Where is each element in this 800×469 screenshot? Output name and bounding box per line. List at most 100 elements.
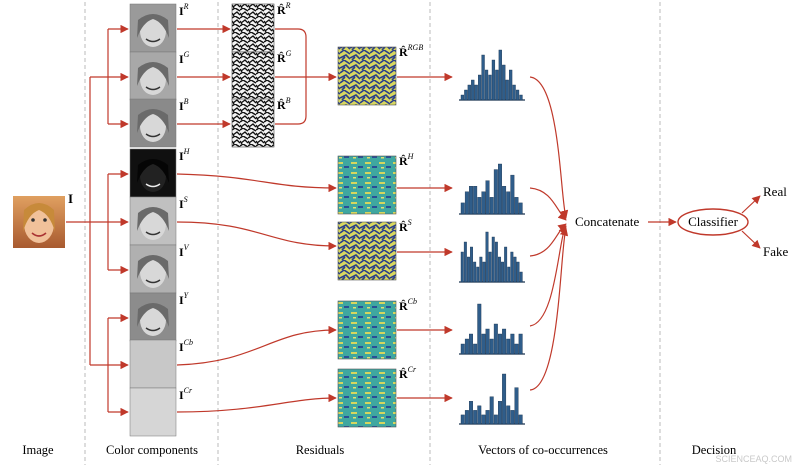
histogram-bar <box>489 396 494 425</box>
residual-map-g <box>231 51 275 101</box>
residual-label-rgb: R̂RGB <box>399 43 423 59</box>
histogram-bar <box>473 410 478 425</box>
column-label-decision: Decision <box>692 443 737 457</box>
histogram-cr <box>459 373 525 425</box>
histogram-bar <box>518 333 523 355</box>
residual-label-h: R̂H <box>399 152 415 168</box>
histogram-bar <box>489 197 494 215</box>
histogram-bar <box>493 169 498 215</box>
residual-label-g: R̂G <box>277 49 292 65</box>
histogram-cb <box>459 303 525 355</box>
output-real: Real <box>763 184 787 199</box>
component-label-cb: ICb <box>179 338 193 354</box>
classifier-to-fake-arrow <box>741 230 761 249</box>
component-thumbnail-b <box>129 98 177 148</box>
component-label-h: IH <box>179 147 191 163</box>
histogram-bar <box>467 256 470 283</box>
histogram-bar <box>463 241 467 283</box>
component-label-r: IR <box>179 2 189 18</box>
histogram-bar <box>474 84 478 101</box>
component-label-y: IY <box>179 291 190 307</box>
histogram-bar <box>518 414 523 425</box>
histogram-bar <box>464 338 469 355</box>
residual-label-s: R̂S <box>399 218 412 234</box>
histogram-bar <box>491 236 495 283</box>
column-label-vectors: Vectors of co-occurrences <box>478 443 608 457</box>
histogram-bar <box>504 246 508 283</box>
histogram-bar <box>488 251 492 283</box>
histogram-bar <box>510 333 515 355</box>
histogram-bar <box>460 343 465 355</box>
histogram-bar <box>485 328 490 355</box>
component-thumbnail-v <box>129 244 177 294</box>
component-label-s: IS <box>179 195 188 211</box>
histogram-bar <box>481 414 486 425</box>
histogram-bar <box>498 49 502 101</box>
histogram-bar <box>478 74 482 101</box>
residual-label-b: R̂B <box>277 96 291 112</box>
histogram-bar <box>467 84 471 101</box>
histogram-bar <box>460 202 465 215</box>
column-labels: Image Color components Residuals Vectors… <box>22 443 737 457</box>
histogram-bar <box>502 186 507 215</box>
histogram-bar <box>498 256 501 283</box>
component-thumbnail-g <box>129 51 177 101</box>
residual-label-cb: R̂Cb <box>399 297 417 313</box>
histogram-bar <box>502 373 507 425</box>
output-fake: Fake <box>763 244 789 259</box>
histogram-h <box>459 163 525 215</box>
input-arrows <box>66 24 129 417</box>
rgb-residuals: R̂RR̂GR̂B <box>231 1 292 148</box>
histogram-bar <box>485 231 489 283</box>
histogram-bar <box>470 246 473 283</box>
classifier-ellipse <box>677 208 749 236</box>
histogram-bar <box>460 251 464 283</box>
histogram-bar <box>476 266 480 283</box>
histogram-bar <box>498 401 502 425</box>
histogram-bar <box>469 186 473 215</box>
component-thumbnail-h <box>129 148 177 198</box>
histogram-bar <box>473 186 478 215</box>
component-thumbnail-cb <box>129 339 177 389</box>
component-label-g: IG <box>179 50 190 66</box>
histogram-bar <box>479 256 483 283</box>
histogram-bar <box>485 410 490 425</box>
residual-map-cr <box>337 368 397 428</box>
histogram-bar <box>477 197 482 215</box>
histogram-bar <box>471 79 475 101</box>
residual-label-cr: R̂Cr <box>399 365 417 381</box>
histogram-bar <box>510 410 515 425</box>
histogram-bar <box>502 328 507 355</box>
histogram-bar <box>518 202 523 215</box>
residual-map-b <box>231 98 275 148</box>
column-dividers <box>84 2 661 465</box>
histogram-bar <box>510 251 514 283</box>
histogram-bar <box>506 405 511 425</box>
histogram-bar <box>488 74 492 101</box>
histogram-bar <box>473 261 477 283</box>
input-image-label: I <box>68 191 73 206</box>
histogram-bar <box>485 180 490 215</box>
histogram-bar <box>477 405 482 425</box>
histogram-bar <box>469 333 473 355</box>
histogram-bar <box>481 191 486 215</box>
histogram-bar <box>506 338 511 355</box>
histogram-bar <box>514 197 519 215</box>
component-label-v: IV <box>179 243 190 259</box>
histogram-bar <box>507 266 511 283</box>
histogram-bar <box>501 261 504 283</box>
co-occurrence-histograms <box>459 49 525 425</box>
histogram-bar <box>477 303 482 355</box>
column-label-residuals: Residuals <box>296 443 345 457</box>
component-thumbnail-y <box>129 292 177 342</box>
component-thumbnail-s <box>129 196 177 246</box>
residual-to-histogram-arrows <box>397 72 453 403</box>
histogram-bar <box>513 256 517 283</box>
histogram-bar <box>493 414 498 425</box>
concatenate-label: Concatenate <box>575 214 639 229</box>
histogram-bar <box>493 323 498 355</box>
classifier-to-real-arrow <box>741 195 761 214</box>
residual-map-h <box>337 155 397 215</box>
histogram-bar <box>481 54 485 101</box>
